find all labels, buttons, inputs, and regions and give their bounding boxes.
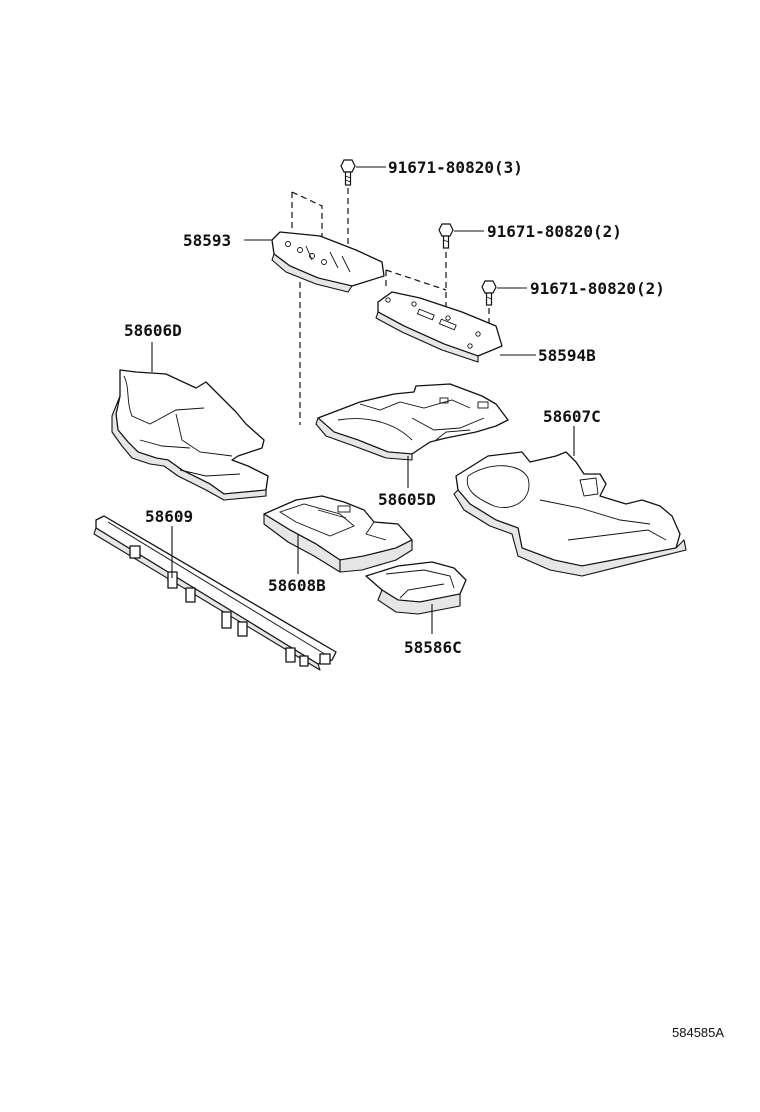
bolt-c-label: 91671-80820(2) [530,279,665,298]
part-58606d-label: 58606D [124,321,182,340]
part-58609-strip [93,515,337,671]
part-58609-label: 58609 [145,507,193,526]
part-58586c-label: 58586C [404,638,462,657]
part-58593-label: 58593 [183,231,231,250]
part-58606d-mat [111,369,269,501]
part-58607c-label: 58607C [543,407,601,426]
part-58594b-bracket [375,291,503,363]
bolt-a-label: 91671-80820(3) [388,158,523,177]
bolt-c-icon [481,280,497,306]
figure-id: 584585A [672,1025,724,1040]
bolt-a-icon [340,159,356,186]
part-58605d-label: 58605D [378,490,436,509]
bolt-b-label: 91671-80820(2) [487,222,622,241]
bolt-b-icon [438,223,454,249]
part-58608b-label: 58608B [268,576,326,595]
part-58594b-label: 58594B [538,346,596,365]
part-58593-bracket [271,231,385,293]
part-58586c-block [365,561,467,615]
part-58607c-mat [453,451,687,577]
part-58605d-mat [315,383,509,461]
part-58608b-tray [263,495,413,573]
